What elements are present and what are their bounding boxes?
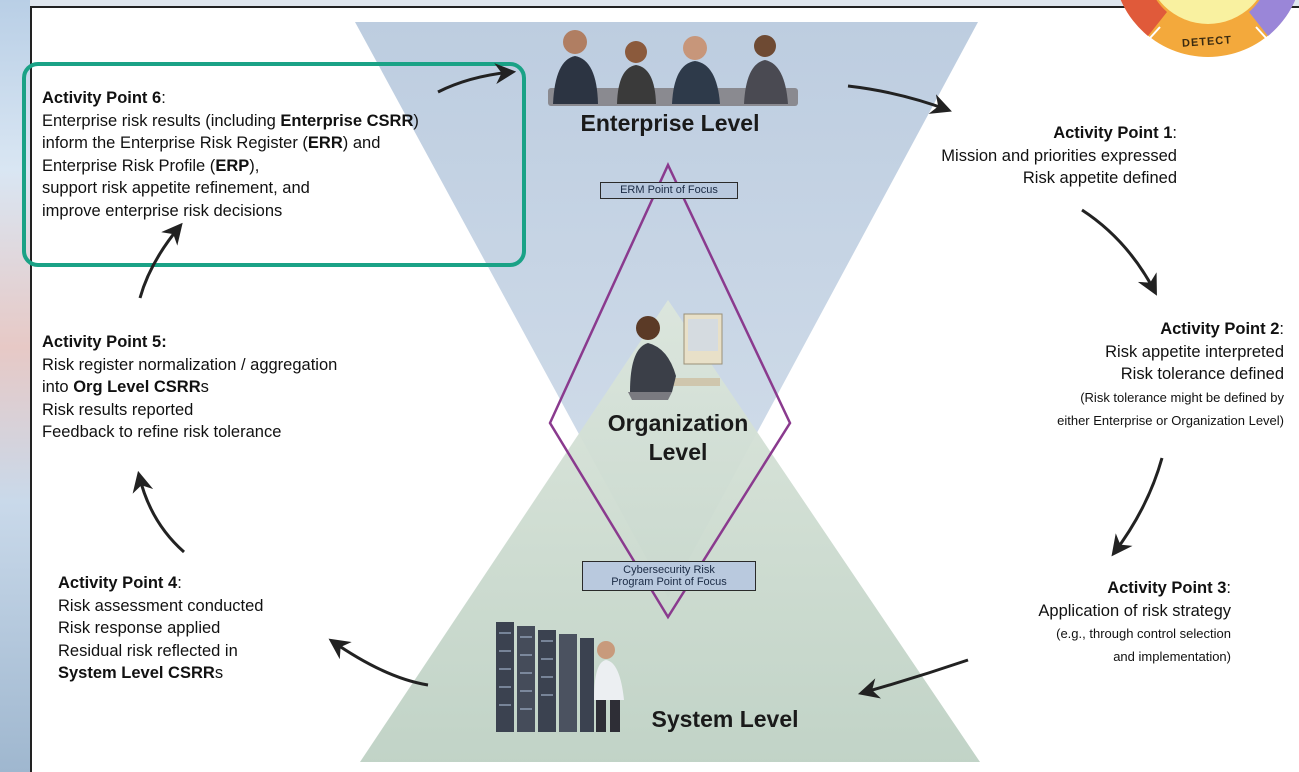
organization-level-line2: Level: [648, 439, 708, 465]
ap4-heading: Activity Point 4: [58, 574, 178, 592]
ap6-line2-post: ) and: [342, 134, 381, 152]
ap6-line3-bold: ERP: [215, 156, 250, 175]
enterprise-level-label: Enterprise Level: [580, 110, 760, 136]
ap5-line2-suffix: s: [200, 378, 209, 396]
people-meeting-icon: [548, 30, 798, 106]
ap4-line1: Risk assessment conducted: [58, 596, 264, 615]
organization-diamond: [548, 162, 792, 620]
ap5-heading: Activity Point 5:: [42, 333, 167, 351]
system-level-label: System Level: [651, 706, 799, 732]
ap2-note2: either Enterprise or Organization Level): [1057, 412, 1284, 428]
server-technician-icon: [496, 622, 624, 732]
person-at-computer-icon: [628, 313, 723, 400]
ap4-line2: Risk response applied: [58, 619, 221, 637]
erm-focus-label: ERM Point of Focus: [600, 182, 738, 199]
activity-point-6-highlight: [22, 62, 526, 267]
ap6-line5: improve enterprise risk decisions: [42, 201, 283, 220]
ap4-line4-bold: System Level CSRR: [58, 664, 215, 682]
ap1-heading: Activity Point 1: [1053, 124, 1173, 142]
ap6-line1: Enterprise risk results (including: [42, 111, 281, 130]
activity-point-3: Activity Point 3: Application of risk st…: [1038, 579, 1231, 664]
activity-point-2: Activity Point 2: Risk appetite interpre…: [1057, 320, 1284, 428]
ap6-line3: Enterprise Risk Profile (: [42, 156, 216, 175]
ap5-line2-bold: Org Level CSRR: [73, 378, 201, 396]
cyber-focus-label: Cybersecurity Risk Program Point of Focu…: [582, 561, 756, 591]
ap4-line4-suffix: s: [214, 664, 224, 682]
activity-point-4: Activity Point 4: Risk assessment conduc…: [58, 574, 264, 682]
organization-level-line1: Organization: [607, 410, 749, 436]
ap6-line2: inform the Enterprise Risk Register (: [42, 134, 308, 152]
ap1-line1: Mission and priorities expressed: [941, 146, 1177, 165]
cycle-arrow-icon: [132, 63, 1164, 699]
ap2-heading: Activity Point 2: [1160, 320, 1280, 338]
ap3-note2: and implementation): [1113, 649, 1231, 664]
ap5-line1: Risk register normalization / aggregatio…: [42, 355, 338, 374]
ap1-line2: Risk appetite defined: [1022, 169, 1177, 187]
detect-badge: [1120, 0, 1296, 57]
activity-point-5: Activity Point 5: Risk register normaliz…: [42, 331, 337, 444]
cyber-focus-line2: Program Point of Focus: [611, 576, 727, 588]
ap3-line1: Application of risk strategy: [1038, 601, 1231, 620]
ap6-line1-bold: Enterprise CSRR: [280, 111, 414, 130]
ap6-line4: support risk appetite refinement, and: [42, 179, 310, 197]
ap6-line3-post: ),: [249, 156, 260, 175]
ap3-note1: (e.g., through control selection: [1056, 626, 1231, 641]
organization-level-label: Organization Level: [578, 409, 778, 467]
ap2-line1: Risk appetite interpreted: [1105, 342, 1284, 361]
ap6-line2-bold: ERR: [307, 134, 343, 152]
ap3-heading: Activity Point 3: [1107, 579, 1227, 597]
ap4-line3: Residual risk reflected in: [58, 641, 238, 660]
ap5-line3: Risk results reported: [42, 400, 194, 419]
ap6-heading: Activity Point 6: [42, 89, 162, 107]
activity-point-6: Activity Point 6: Enterprise risk result…: [42, 89, 419, 220]
ap5-line2: into: [42, 378, 74, 396]
ap2-line2: Risk tolerance defined: [1120, 365, 1284, 383]
ap2-note1: (Risk tolerance might be defined by: [1080, 389, 1284, 405]
cyber-focus-line1: Cybersecurity Risk: [623, 564, 715, 576]
activity-point-1: Activity Point 1: Mission and priorities…: [941, 124, 1177, 187]
ap5-line4: Feedback to refine risk tolerance: [42, 423, 282, 441]
system-triangle: [360, 300, 980, 762]
ap6-line1-post: ): [413, 111, 419, 130]
